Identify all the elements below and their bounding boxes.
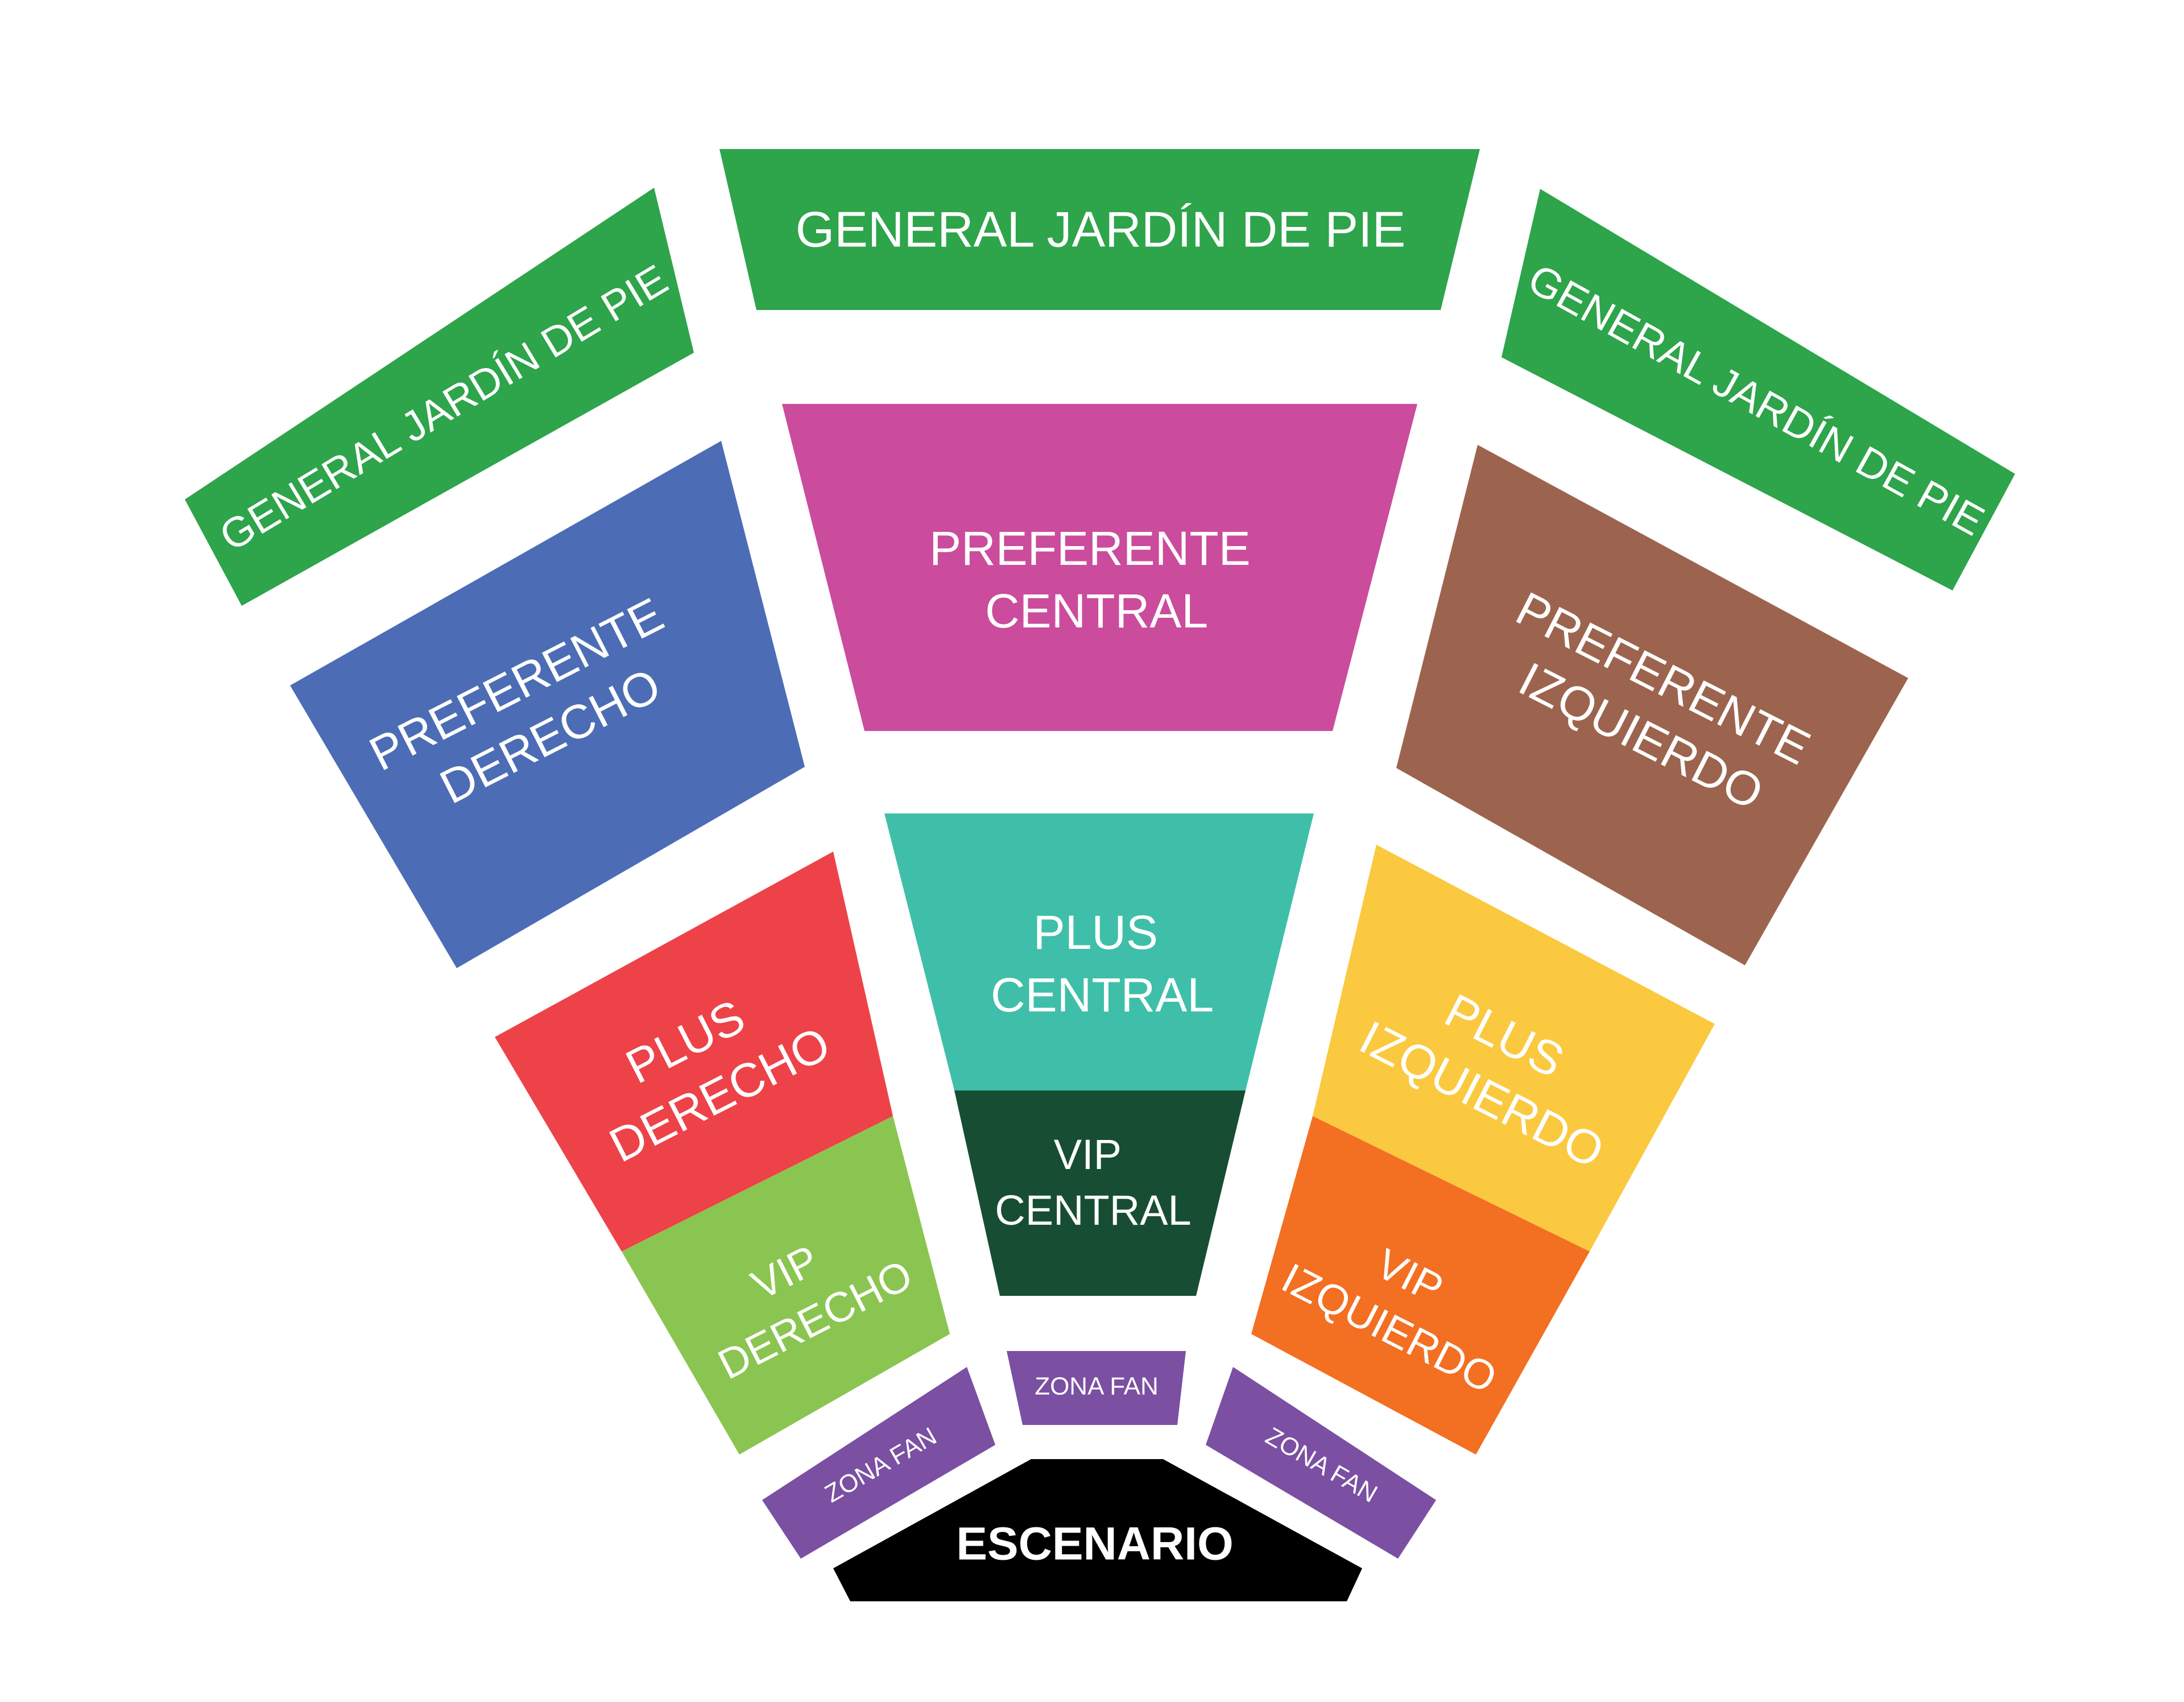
section-general-right-shape[interactable] (1502, 189, 2015, 590)
section-zona-fan-center-shape[interactable] (1007, 1351, 1186, 1425)
section-plus-central-shape[interactable] (884, 813, 1314, 1090)
section-zona-fan-right-shape[interactable] (1206, 1367, 1436, 1559)
section-general-center-shape[interactable] (719, 149, 1480, 310)
section-general-center[interactable]: GENERAL JARDÍN DE PIE (719, 149, 1480, 310)
section-preferente-derecho-shape[interactable] (290, 441, 805, 968)
section-preferente-central[interactable]: PREFERENTE CENTRAL (782, 404, 1417, 731)
section-zona-fan-center[interactable]: ZONA FAN (1007, 1351, 1186, 1425)
section-preferente-izquierdo-shape[interactable] (1396, 445, 1908, 965)
stage-shape (833, 1459, 1362, 1601)
section-vip-central-shape[interactable] (954, 1090, 1246, 1296)
section-vip-izquierdo-shape[interactable] (1251, 1116, 1590, 1455)
section-preferente-central-shape[interactable] (782, 404, 1417, 731)
section-vip-derecho-shape[interactable] (622, 1116, 950, 1455)
section-plus-derecho-shape[interactable] (495, 852, 893, 1251)
section-plus-central[interactable]: PLUS CENTRAL (884, 813, 1314, 1090)
section-plus-izquierdo-shape[interactable] (1313, 845, 1715, 1251)
section-vip-central[interactable]: VIP CENTRAL (954, 1090, 1246, 1296)
section-zona-fan-left-shape[interactable] (762, 1367, 995, 1559)
section-general-left-shape[interactable] (185, 188, 694, 606)
